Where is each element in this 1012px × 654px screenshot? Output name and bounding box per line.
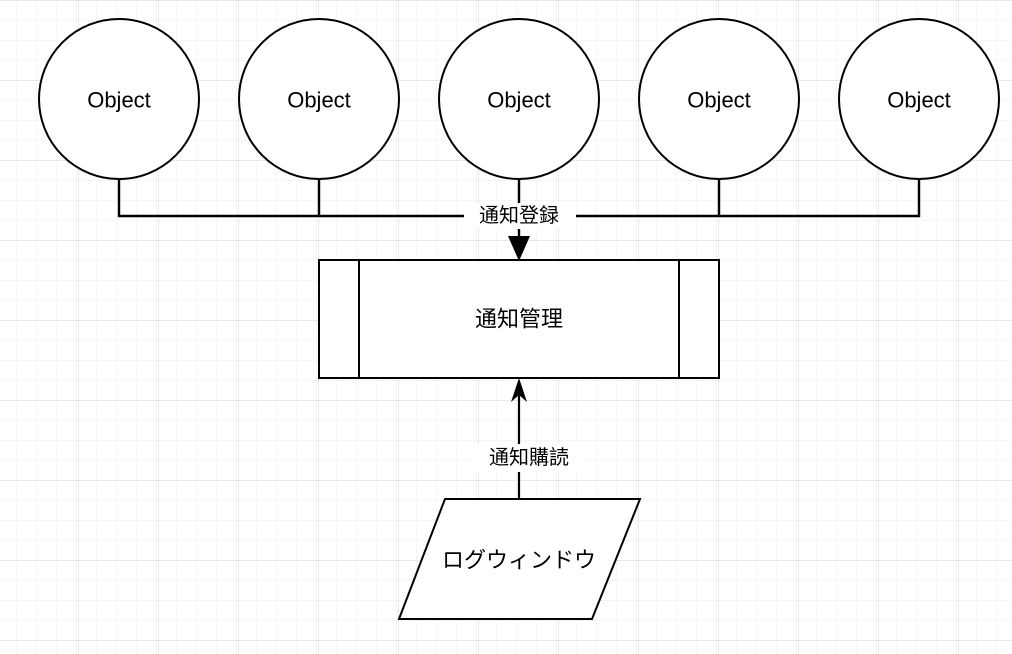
object-label: Object xyxy=(887,88,951,113)
object-circle xyxy=(238,18,400,180)
notification-subscribe-label-mask xyxy=(474,444,586,472)
log-window-node[interactable]: ログウィンドウ xyxy=(397,498,642,620)
object-label: Object xyxy=(687,88,751,113)
object-circle xyxy=(38,18,200,180)
notification-manager-node[interactable]: 通知管理 xyxy=(318,259,720,379)
arrowhead-up-icon xyxy=(511,378,527,402)
object-label: Object xyxy=(87,88,151,113)
notification-register-label: 通知登録 xyxy=(479,204,559,227)
object-node-3[interactable]: Object xyxy=(438,18,600,180)
arrowhead-down-icon xyxy=(508,236,530,261)
object-node-4[interactable]: Object xyxy=(638,18,800,180)
process-outer-rect xyxy=(318,259,720,379)
object-node-2[interactable]: Object xyxy=(238,18,400,180)
object-circle xyxy=(438,18,600,180)
notification-subscribe-edge[interactable]: 通知購読 xyxy=(474,378,586,499)
object-node-1[interactable]: Object xyxy=(38,18,200,180)
object-node-5[interactable]: Object xyxy=(838,18,1000,180)
log-window-label: ログウィンドウ xyxy=(442,548,596,573)
object-circle xyxy=(638,18,800,180)
notification-register-label-mask xyxy=(464,203,576,229)
log-window-parallelogram xyxy=(397,498,642,620)
notification-manager-label: 通知管理 xyxy=(475,307,563,332)
object-circle xyxy=(838,18,1000,180)
notification-register-edge[interactable]: 通知登録 xyxy=(117,179,921,261)
notification-subscribe-label: 通知購読 xyxy=(489,446,569,469)
object-label: Object xyxy=(487,88,551,113)
object-label: Object xyxy=(287,88,351,113)
